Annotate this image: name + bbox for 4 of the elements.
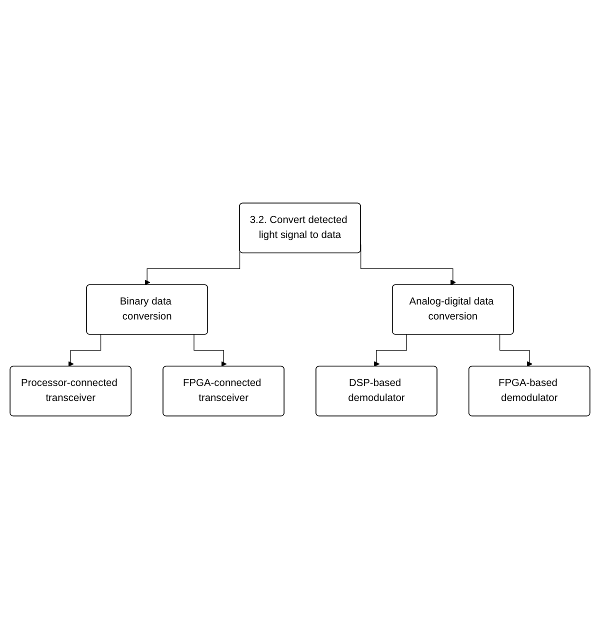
arrow	[374, 334, 407, 367]
arrow	[194, 334, 227, 367]
arrow	[500, 334, 532, 367]
arrow	[68, 334, 102, 367]
